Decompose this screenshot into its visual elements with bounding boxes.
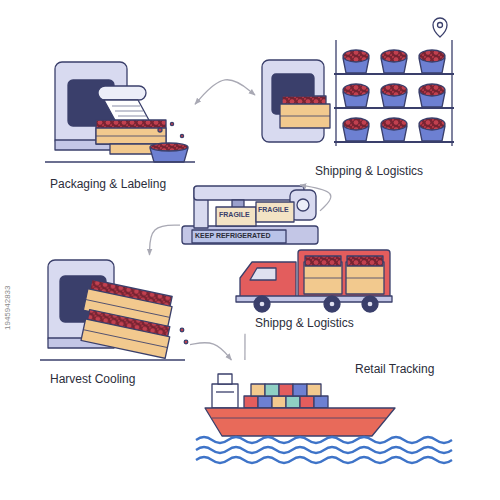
delivery-truck [236, 250, 392, 312]
cooling-unit [40, 260, 188, 360]
location-pin [433, 18, 447, 37]
flow-arrow [195, 80, 255, 105]
flow-arrow [150, 225, 181, 255]
stage-cooling: Harvest Cooling [40, 255, 190, 395]
flow-arrow [300, 185, 331, 211]
stage-packaging: Packaging & Labeling [45, 55, 195, 200]
flow-arrow [190, 343, 231, 360]
box-label: FRAGILE [258, 206, 289, 214]
cargo-ship [205, 374, 395, 436]
stage-label: Shipping & Logistics [315, 165, 423, 179]
water-waves [196, 437, 452, 463]
stage-truck: Shippg & Logistics [235, 248, 395, 334]
box-label: KEEP REFRIGERATED [195, 232, 271, 240]
box-label: FRAGILE [219, 211, 250, 219]
flow-arrow [244, 334, 245, 360]
stage-label: Harvest Cooling [50, 373, 135, 387]
stage-label: Packaging & Labeling [50, 178, 166, 192]
stage-label: Retail Tracking [355, 363, 434, 377]
storage-shelves [262, 18, 454, 146]
stage-ship: Retail Tracking [195, 360, 455, 460]
watermark-number: 1945942833 [3, 286, 12, 331]
labeling-press [182, 186, 318, 244]
stage-press: FRAGILE FRAGILE KEEP REFRIGERATED [180, 183, 320, 245]
packaging-machine [45, 62, 195, 162]
stage-label: Shippg & Logistics [255, 317, 354, 331]
stage-shipping: Shipping & Logistics [255, 30, 455, 185]
